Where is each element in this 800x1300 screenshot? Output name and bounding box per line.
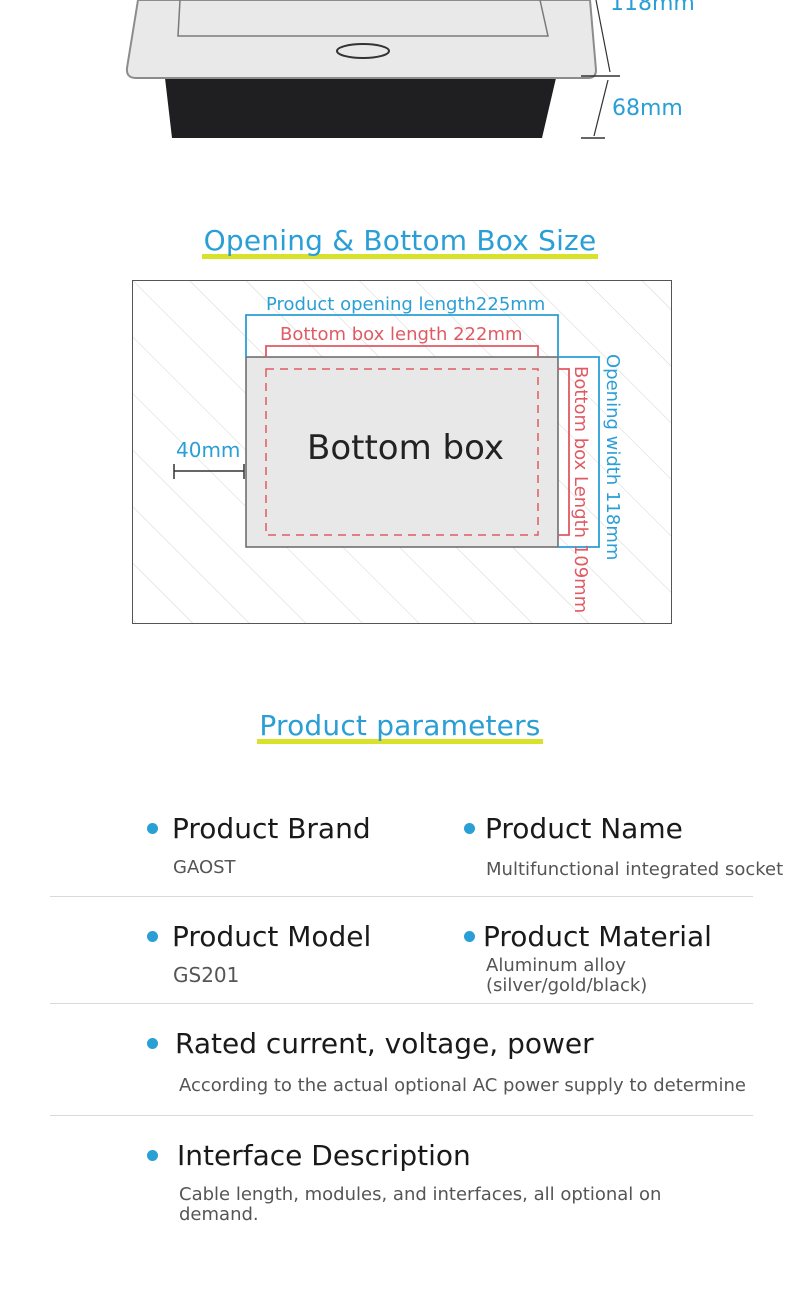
bullet-dot <box>147 823 158 834</box>
param-interface-value-line2: demand. <box>179 1204 259 1225</box>
height-dimension-label: 118mm <box>610 0 695 16</box>
param-interface-heading: Interface Description <box>147 1139 471 1172</box>
param-name-heading: Product Name <box>464 812 683 845</box>
param-rated-heading: Rated current, voltage, power <box>147 1027 594 1060</box>
param-material-value-line2: (silver/gold/black) <box>486 975 648 996</box>
param-model-heading: Product Model <box>147 920 371 953</box>
param-material-value-line1: Aluminum alloy <box>486 955 627 976</box>
bullet-dot <box>464 931 475 942</box>
row-divider <box>50 896 753 897</box>
opening-length-bracket <box>245 314 559 357</box>
bottom-box-label: Bottom box <box>307 428 504 468</box>
row-divider <box>50 1003 753 1004</box>
bottom-box-shape <box>165 78 556 138</box>
box-length-label: Bottom box length 222mm <box>280 324 523 345</box>
bullet-dot <box>147 1150 158 1161</box>
bullet-dot <box>147 931 158 942</box>
opening-width-label: Opening width 118mm <box>602 354 623 561</box>
panel-inner-frame <box>177 0 549 37</box>
param-interface-value-line1: Cable length, modules, and interfaces, a… <box>179 1184 662 1205</box>
param-material-heading: Product Material <box>464 920 712 953</box>
param-brand-value: GAOST <box>173 857 236 878</box>
bullet-dot <box>464 823 475 834</box>
parameters-section-title: Product parameters <box>257 709 543 744</box>
param-model-value: GS201 <box>173 963 240 987</box>
bottom-box-rect <box>245 356 559 548</box>
bullet-dot <box>147 1038 158 1049</box>
opening-size-diagram: Product opening length225mm Bottom box l… <box>132 280 672 624</box>
opening-width-bracket <box>558 356 600 548</box>
box-width-bracket <box>558 368 570 536</box>
param-rated-value: According to the actual optional AC powe… <box>179 1075 746 1096</box>
panel-shape <box>125 0 598 79</box>
param-brand-heading: Product Brand <box>147 812 371 845</box>
box-length-bracket <box>265 345 539 357</box>
row-divider <box>50 1115 753 1116</box>
product-side-illustration: 118mm 68mm <box>0 0 800 160</box>
product-side-drawing <box>125 0 620 139</box>
opening-diagram-drawing <box>132 280 672 624</box>
opening-length-label: Product opening length225mm <box>266 294 546 315</box>
box-dashed-outline <box>265 368 539 536</box>
panel-button-shape <box>336 43 390 59</box>
box-width-label: Bottom box Length 109mm <box>570 366 591 614</box>
param-name-value: Multifunctional integrated socket <box>486 859 784 880</box>
margin-label: 40mm <box>176 438 241 462</box>
depth-dimension-label: 68mm <box>612 96 683 121</box>
opening-section-title: Opening & Bottom Box Size <box>201 224 599 259</box>
